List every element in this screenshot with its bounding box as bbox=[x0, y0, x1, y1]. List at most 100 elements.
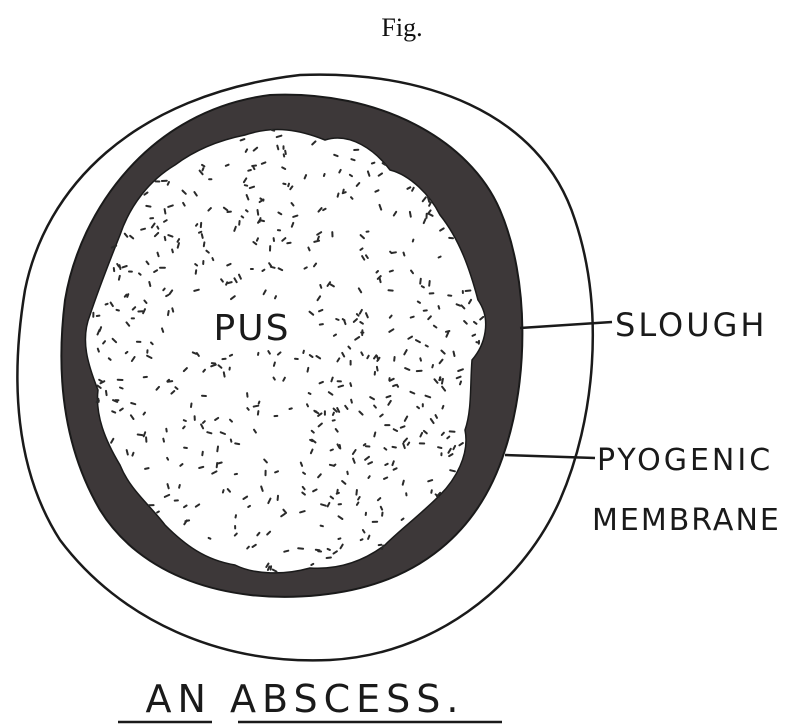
stipple-dot bbox=[401, 426, 405, 427]
stipple-dot bbox=[473, 335, 476, 336]
stipple-dot bbox=[209, 538, 211, 539]
stipple-dot bbox=[466, 291, 471, 292]
stipple-dot bbox=[253, 167, 254, 169]
stipple-dot bbox=[407, 187, 410, 189]
stipple-dot bbox=[323, 209, 326, 210]
stipple-dot bbox=[109, 358, 111, 360]
stipple-dot bbox=[246, 149, 247, 152]
stipple-dot bbox=[413, 240, 414, 242]
stipple-dot bbox=[106, 304, 108, 305]
stipple-dot bbox=[179, 485, 180, 488]
stipple-dot bbox=[393, 385, 396, 386]
stipple-dot bbox=[432, 365, 433, 367]
stipple-dot bbox=[383, 163, 386, 165]
stipple-dot bbox=[343, 319, 345, 320]
stipple-dot bbox=[351, 197, 353, 199]
stipple-dot bbox=[381, 507, 382, 510]
stipple-dot bbox=[274, 363, 275, 366]
stipple-dot bbox=[127, 294, 128, 297]
stipple-dot bbox=[122, 266, 126, 267]
stipple-dot bbox=[303, 351, 304, 353]
stipple-dot bbox=[283, 184, 285, 185]
stipple-dot bbox=[367, 356, 368, 359]
stipple-dot bbox=[417, 407, 419, 408]
stipple-dot bbox=[348, 347, 350, 349]
stipple-dot bbox=[308, 248, 309, 251]
stipple-dot bbox=[301, 463, 302, 466]
stipple-dot bbox=[390, 271, 393, 272]
figure-caption: Fig. bbox=[381, 13, 422, 42]
stipple-dot bbox=[307, 404, 308, 406]
stipple-dot bbox=[404, 253, 405, 256]
stipple-dot bbox=[184, 506, 187, 508]
stipple-dot bbox=[157, 512, 159, 513]
label-slough: SLOUGH bbox=[615, 306, 767, 344]
stipple-dot bbox=[327, 558, 331, 559]
stipple-dot bbox=[180, 464, 182, 466]
stipple-dot bbox=[199, 467, 203, 468]
stipple-dot bbox=[227, 264, 230, 266]
stipple-dot bbox=[364, 444, 366, 445]
stipple-dot bbox=[203, 421, 205, 423]
stipple-dot bbox=[254, 406, 259, 407]
stipple-dot bbox=[357, 314, 359, 316]
stipple-dot bbox=[397, 385, 398, 387]
stipple-dot bbox=[310, 440, 312, 441]
stipple-dot bbox=[258, 210, 259, 215]
stipple-dot bbox=[97, 401, 99, 403]
stipple-dot bbox=[248, 170, 251, 171]
stipple-dot bbox=[300, 511, 305, 512]
stipple-dot bbox=[247, 408, 248, 410]
stipple-dot bbox=[202, 165, 204, 167]
stipple-dot bbox=[248, 506, 250, 507]
stipple-dot bbox=[309, 393, 311, 394]
stipple-dot bbox=[246, 210, 248, 211]
stipple-dot bbox=[275, 296, 276, 298]
stipple-dot bbox=[241, 139, 245, 140]
stipple-dot bbox=[457, 304, 461, 305]
stipple-dot bbox=[167, 458, 168, 460]
stipple-dot bbox=[337, 490, 338, 493]
stipple-dot bbox=[305, 175, 307, 178]
stipple-dot bbox=[117, 264, 119, 267]
stipple-dot bbox=[175, 387, 177, 389]
stipple-dot bbox=[131, 403, 135, 404]
stipple-dot bbox=[268, 351, 270, 354]
stipple-dot bbox=[158, 253, 159, 257]
stipple-dot bbox=[282, 167, 285, 169]
stipple-dot bbox=[293, 216, 297, 217]
label-pus: PUS bbox=[214, 308, 291, 349]
stipple-dot bbox=[358, 497, 360, 500]
stipple-dot bbox=[165, 237, 166, 240]
stipple-dot bbox=[344, 321, 345, 324]
stipple-dot bbox=[314, 241, 319, 242]
stipple-dot bbox=[343, 192, 346, 193]
stipple-dot bbox=[420, 358, 421, 360]
stipple-dot bbox=[393, 447, 396, 448]
stipple-dot bbox=[339, 386, 344, 387]
stipple-dot bbox=[439, 306, 440, 309]
stipple-dot bbox=[320, 382, 323, 383]
stipple-dot bbox=[194, 290, 199, 291]
stipple-dot bbox=[285, 151, 286, 154]
stipple-dot bbox=[236, 515, 237, 517]
stipple-dot bbox=[375, 190, 378, 191]
stipple-dot bbox=[390, 316, 392, 318]
stipple-dot bbox=[442, 379, 443, 384]
stipple-dot bbox=[230, 420, 232, 422]
stipple-dot bbox=[290, 408, 292, 409]
stipple-dot bbox=[446, 331, 449, 332]
stipple-dot bbox=[132, 453, 133, 456]
figure-title: AN ABSCESS. bbox=[146, 677, 465, 721]
stipple-dot bbox=[183, 203, 185, 206]
stipple-dot bbox=[172, 250, 173, 253]
leader-line-pyogenic-membrane bbox=[505, 455, 595, 458]
stipple-dot bbox=[275, 471, 278, 472]
stipple-dot bbox=[271, 267, 275, 268]
stipple-dot bbox=[164, 220, 167, 222]
stipple-dot bbox=[377, 367, 378, 371]
stipple-dot bbox=[185, 520, 189, 521]
stipple-dot bbox=[258, 411, 259, 415]
stipple-dot bbox=[277, 136, 282, 137]
